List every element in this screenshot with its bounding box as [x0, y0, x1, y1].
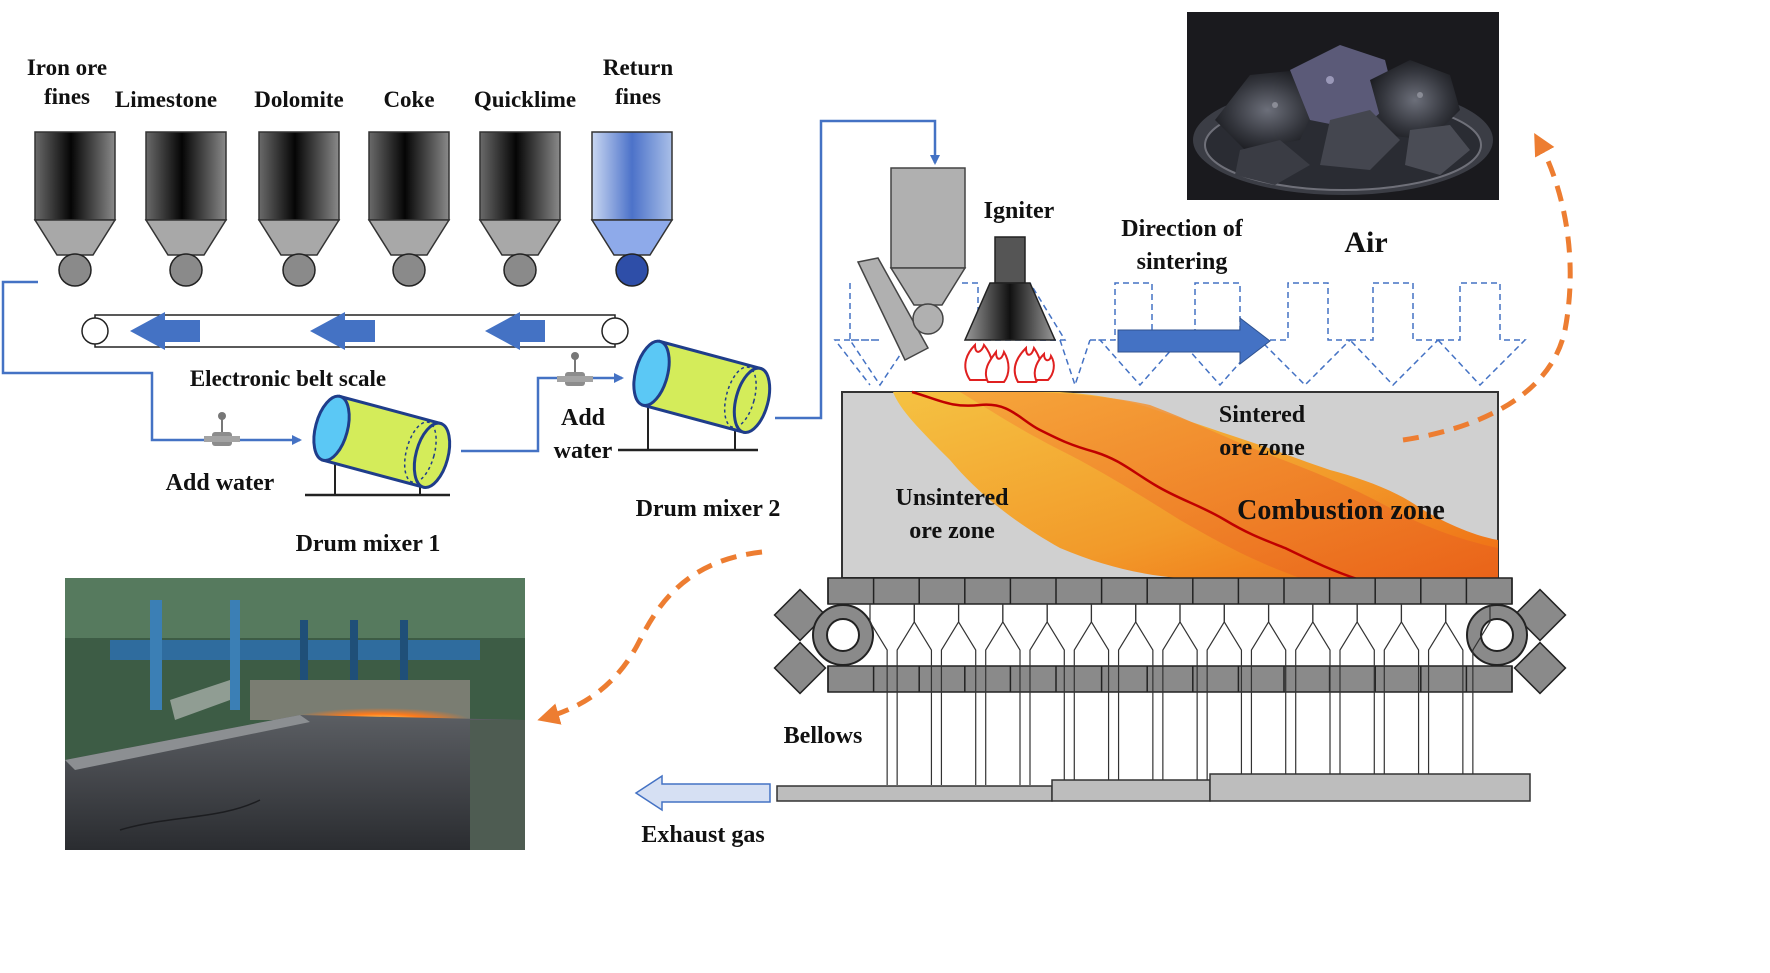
drum-mixer-1-label: Drum mixer 1 [296, 531, 441, 557]
sintered-zone-label-line2: ore zone [1219, 435, 1305, 461]
valve-icon [204, 412, 240, 446]
exhaust-arrow-icon [634, 774, 771, 812]
plant-photo-dashed-arrow [537, 549, 763, 725]
bin-label-iron-ore-line2: fines [44, 84, 90, 109]
drum-mixer-1 [305, 394, 452, 497]
bin-2 [144, 131, 228, 287]
bin-6 [590, 131, 674, 287]
sintered-zone-label-line1: Sintered [1219, 402, 1306, 428]
bellows-label: Bellows [784, 723, 863, 749]
valve-icon [557, 352, 593, 386]
bin-label-coke: Coke [383, 87, 434, 112]
belt-direction-arrow-icon [130, 312, 545, 350]
sintering-plant-photo-icon [65, 578, 525, 850]
bin-1 [33, 131, 117, 287]
sintering-direction-arrow-icon [1117, 316, 1271, 366]
sinter-output-dashed-arrow [1402, 132, 1573, 443]
bin-label-return-fines-line2: fines [615, 84, 661, 109]
direction-label-line2: sintering [1137, 249, 1228, 275]
drum-mixer-2 [618, 339, 772, 452]
combustion-zone-label: Combustion zone [1237, 495, 1445, 526]
bellows [869, 604, 1491, 785]
material-flow-lines [1, 119, 940, 453]
electronic-belt-scale [81, 312, 629, 350]
feed-hopper [889, 167, 967, 335]
bin-5 [478, 131, 562, 287]
bin-label-limestone: Limestone [115, 87, 217, 112]
bin-label-quicklime: Quicklime [474, 87, 576, 112]
unsintered-zone-label-line2: ore zone [909, 518, 995, 544]
raw-material-bins [33, 131, 674, 287]
bin-label-iron-ore-line1: Iron ore [27, 55, 107, 80]
sinter-ore-photo-icon [1187, 12, 1499, 200]
igniter-label: Igniter [984, 198, 1055, 224]
add-water-2-label-line1: Add [561, 405, 606, 431]
add-water-2-label-line2: water [554, 438, 613, 464]
sprocket-left [773, 588, 874, 695]
exhaust-label: Exhaust gas [641, 822, 764, 848]
igniter [963, 236, 1057, 341]
bin-4 [367, 131, 451, 287]
exhaust-duct [776, 773, 1531, 802]
bin-label-return-fines-line1: Return [603, 55, 673, 80]
belt-scale-label: Electronic belt scale [190, 366, 386, 391]
direction-label-line1: Direction of [1121, 216, 1244, 242]
feed-chute [856, 257, 930, 362]
sprocket-right [1466, 588, 1567, 695]
air-label: Air [1344, 226, 1387, 259]
flame-icon [964, 342, 1055, 383]
unsintered-zone-label-line1: Unsintered [896, 485, 1010, 511]
drum-mixer-2-label: Drum mixer 2 [636, 496, 781, 522]
bin-label-dolomite: Dolomite [254, 87, 343, 112]
bin-3 [257, 131, 341, 287]
add-water-1-label: Add water [166, 470, 275, 496]
sinter-bed [841, 390, 1499, 582]
